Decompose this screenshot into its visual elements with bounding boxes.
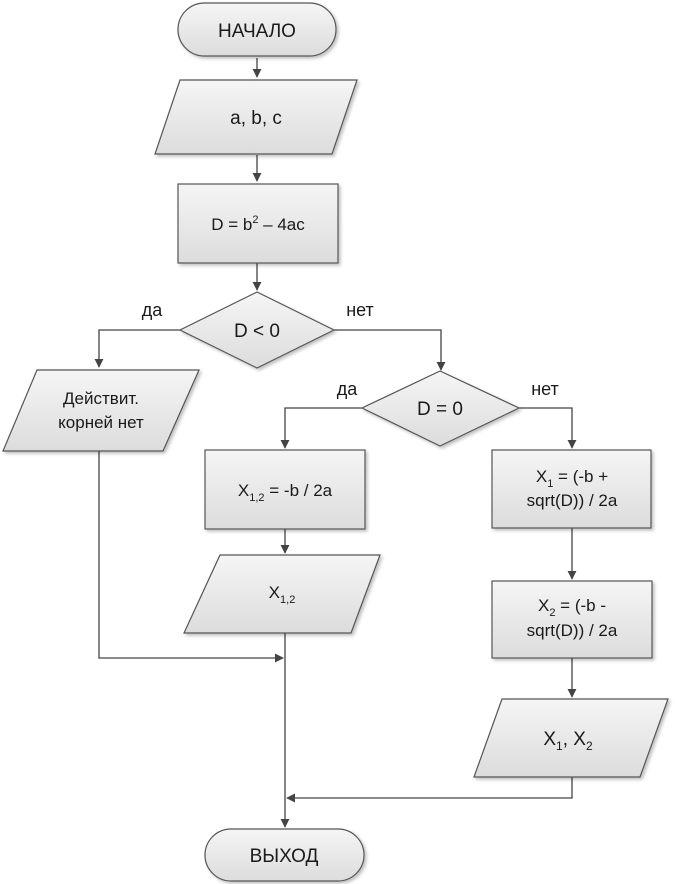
edge-cond-yes [94, 329, 180, 368]
x12-output-parallelogram [183, 554, 381, 634]
connectors [94, 58, 577, 828]
cond-d-zero-decision [360, 370, 521, 447]
end-label: ВЫХОД [250, 846, 319, 867]
start-label: НАЧАЛО [218, 21, 296, 42]
x2-calc-label-line2: sqrt(D)) / 2a [527, 621, 618, 640]
edge-label-d-neg-no: нет [346, 300, 374, 320]
x1x2-output-label: X1, X2 [543, 729, 593, 753]
start-terminator [177, 2, 337, 57]
edge-label-d-zero-no: нет [531, 379, 559, 399]
x2-calc-process [491, 580, 653, 659]
x1-calc-label-line1: X1 = (-b + [536, 467, 608, 490]
cond-d-neg-decision [178, 291, 336, 369]
edge-cond2-yes [280, 407, 362, 449]
no-roots-parallelogram [2, 369, 200, 452]
x1-calc-process [491, 449, 652, 529]
edge-noroots-to-merge [98, 450, 284, 663]
edge-label-d-zero-yes: да [337, 379, 359, 399]
x12-output-label: X1,2 [269, 583, 296, 606]
edge-label-d-neg-yes: да [142, 300, 164, 320]
input-abc-label: a, b, c [230, 108, 282, 129]
cond-d-zero-label: D = 0 [417, 399, 463, 420]
no-roots-label-line2: корней нет [58, 413, 144, 432]
edge-cond2-no [519, 407, 577, 449]
end-terminator [204, 828, 365, 882]
edge-x1x2out-to-merge [286, 777, 573, 803]
calc-d-label: D = b2 – 4ac [211, 214, 305, 234]
cond-d-neg-label: D < 0 [234, 321, 280, 342]
edge-cond-no [334, 329, 446, 371]
no-roots-label-line1: Действит. [63, 389, 139, 408]
x12-calc-process [204, 449, 366, 530]
x1-calc-label-line2: sqrt(D)) / 2a [527, 491, 618, 510]
x1x2-output-parallelogram [473, 698, 669, 778]
x2-calc-label-line1: X2 = (-b - [538, 596, 606, 619]
x12-calc-label: X1,2 = -b / 2a [238, 481, 333, 504]
input-parallelogram [154, 79, 358, 155]
calc-d-process [177, 183, 339, 264]
